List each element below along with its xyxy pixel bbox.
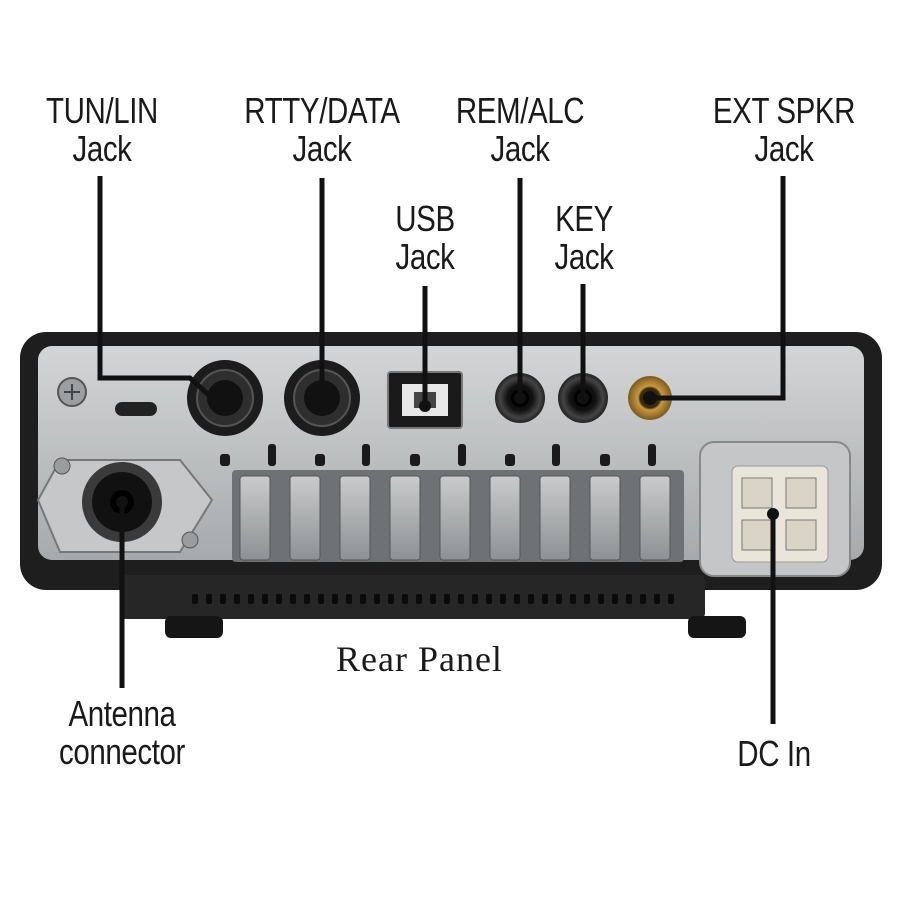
label-ext-spkr-line1: EXT SPKR: [712, 90, 856, 131]
leader-line-ext-spkr: [650, 176, 786, 401]
label-tun-lin-jack: TUN/LIN Jack: [33, 92, 171, 168]
label-ext-spkr-line2: Jack: [754, 128, 814, 169]
label-rem-alc-line1: REM/ALC: [455, 90, 585, 131]
label-rtty-data-jack: RTTY/DATA Jack: [232, 92, 412, 168]
label-rtty-data-line1: RTTY/DATA: [244, 90, 400, 131]
label-usb-jack: USB Jack: [372, 200, 479, 276]
label-usb-line1: USB: [395, 198, 455, 239]
label-rtty-data-line2: Jack: [292, 128, 352, 169]
label-key-jack: KEY Jack: [532, 200, 637, 276]
label-dc-in-line1: DC In: [737, 733, 811, 774]
leader-lines: [97, 176, 786, 724]
label-antenna-line2: connector: [59, 731, 185, 772]
label-ext-spkr-jack: EXT SPKR Jack: [702, 92, 866, 168]
label-antenna-line1: Antenna: [68, 693, 176, 734]
label-key-line2: Jack: [554, 236, 614, 277]
label-key-line1: KEY: [555, 198, 613, 239]
ground-screw: [57, 377, 157, 416]
label-rem-alc-line2: Jack: [490, 128, 550, 169]
label-tun-lin-line1: TUN/LIN: [46, 90, 158, 131]
label-tun-lin-line2: Jack: [72, 128, 132, 169]
label-usb-line2: Jack: [395, 236, 455, 277]
leader-dots: [116, 392, 779, 520]
label-rem-alc-jack: REM/ALC Jack: [445, 92, 596, 168]
heat-sink: [220, 444, 684, 562]
label-dc-in: DC In: [723, 735, 825, 773]
label-antenna-connector: Antenna connector: [38, 695, 205, 771]
leader-line-tun-lin: [97, 176, 225, 401]
caption-rear-panel: Rear Panel: [336, 639, 503, 679]
